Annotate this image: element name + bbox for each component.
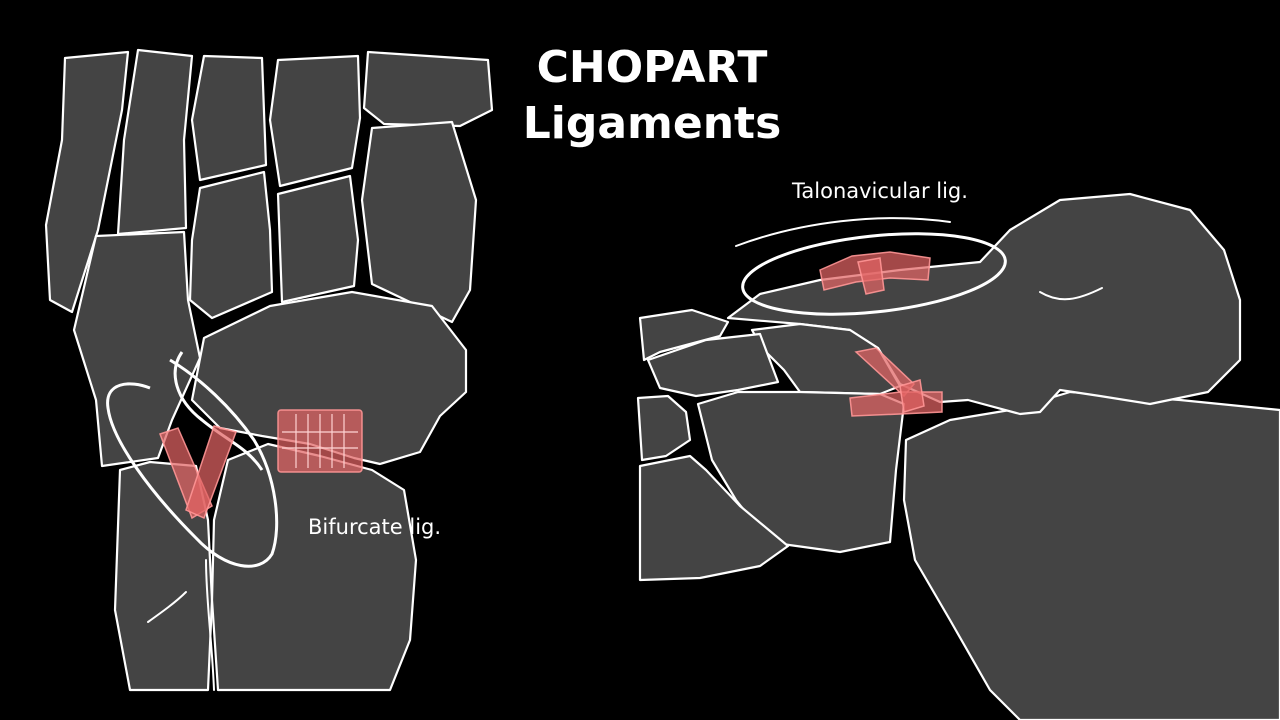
title: CHOPART Ligaments — [523, 42, 782, 149]
navicular-lateral — [750, 322, 902, 396]
dorsal-foot-view — [44, 48, 494, 692]
intermediate-cuneiform — [276, 174, 360, 304]
talonavicular-lig-label: Talonavicular lig. — [791, 179, 968, 203]
talonavicular-lig-arc — [735, 217, 951, 247]
metatarsal-base-lateral-2 — [638, 454, 790, 582]
ligament-fiber-lines — [282, 414, 358, 468]
talus-contour — [205, 559, 215, 691]
metatarsal-5 — [44, 50, 130, 314]
lateral-cuneiform — [188, 170, 274, 320]
cuneiform-lateral-2 — [646, 332, 780, 398]
title-line-2: Ligaments — [523, 98, 782, 149]
metatarsal-3 — [190, 54, 268, 182]
title-line-1: CHOPART — [537, 42, 768, 93]
cuneiform-lateral-1 — [638, 308, 730, 362]
metatarsal-2 — [268, 54, 362, 188]
medial-cuneiform — [360, 120, 478, 324]
calcaneus-lateral — [902, 390, 1280, 720]
metatarsal-4 — [116, 48, 194, 236]
calcaneocuboid-ligament-link — [899, 379, 925, 413]
talonavicular-ligament-fold — [857, 257, 885, 295]
calcaneus-contour — [147, 591, 187, 623]
lateral-foot-view — [636, 192, 1280, 720]
bifurcate-lig-ring-inner — [173, 351, 264, 471]
bifurcate-lig-ring-outer — [106, 358, 279, 568]
talonavicular-lig-ring — [741, 232, 1007, 316]
metatarsal-1 — [362, 50, 494, 128]
navicular — [190, 290, 468, 466]
cuboid-lateral — [696, 390, 906, 554]
talus-dome-contour — [1039, 287, 1103, 301]
metatarsal-base-lateral-1 — [636, 394, 692, 462]
bifurcate-lig-label: Bifurcate lig. — [308, 515, 441, 539]
bifurcate-lig-calcaneocuboid-band — [185, 425, 237, 520]
calcaneocuboid-ligament-lower — [849, 391, 943, 417]
cuboid — [72, 230, 202, 468]
